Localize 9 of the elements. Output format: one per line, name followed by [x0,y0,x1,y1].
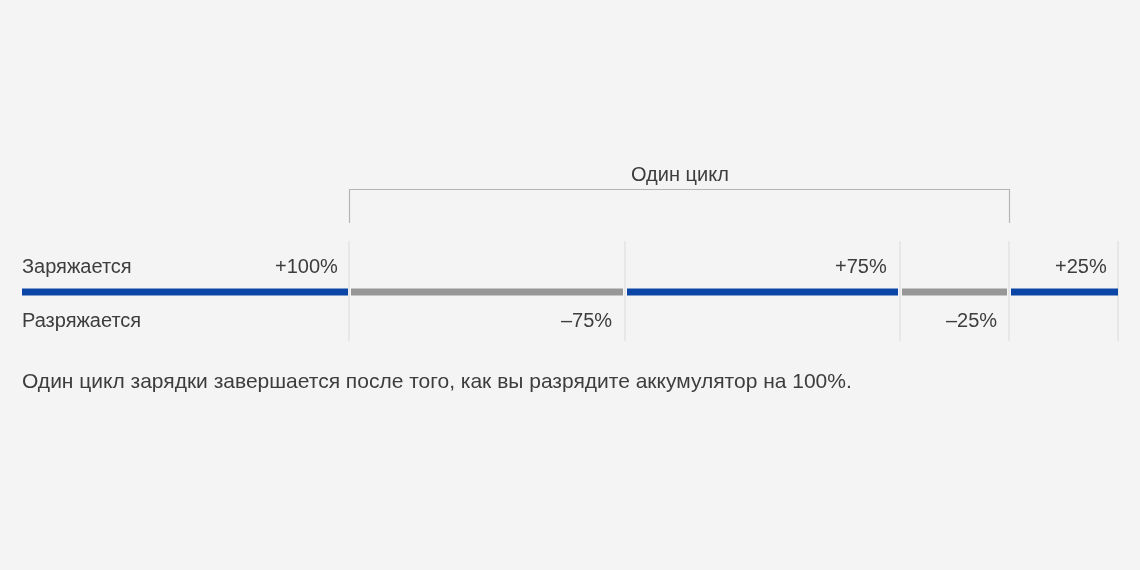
value-label: +75% [835,254,887,278]
row-label: Разряжается [22,308,142,332]
bracket-label: Один цикл [631,162,729,186]
value-label: +25% [1055,254,1107,278]
value-label: +100% [275,254,338,278]
caption: Один цикл зарядки завершается после того, как вы разрядите аккумулятор на 100%. [22,369,852,393]
value-label: –25% [946,308,998,332]
value-label: –75% [561,308,613,332]
row-label: Заряжается [22,254,132,278]
